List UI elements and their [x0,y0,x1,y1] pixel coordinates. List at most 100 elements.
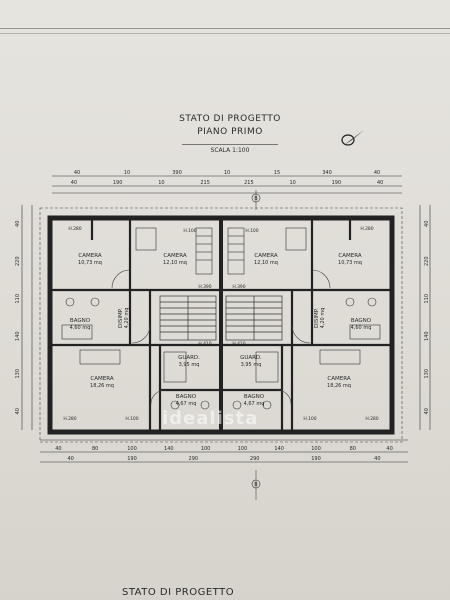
dimension-top-1: 40 [374,170,380,176]
room-name: CAMERA [327,376,350,382]
height-label: H.100 [183,228,196,234]
height-label: H.100 [303,416,316,422]
dimension-bottom-2: 290 [250,456,260,462]
height-label: H.390 [198,284,211,290]
dimension-bottom-1: 100 [238,446,248,452]
bottom-dimension-lines [40,439,408,463]
grid-mark-top: B [254,196,258,202]
height-label: H.410 [198,341,211,347]
room-name: DISIMP. [118,308,124,328]
dimension-right: 220 [424,256,430,266]
scale-label: SCALA 1:100 [182,144,278,154]
height-label: H.280 [365,416,378,422]
height-label: H.280 [68,226,81,232]
dimension-bottom-2: 40 [67,456,73,462]
title-line-2: PIANO PRIMO [197,127,263,137]
title-line-1: STATO DI PROGETTO [179,114,281,124]
room-name: BAGNO [351,318,372,324]
dimension-bottom-1: 140 [164,446,174,452]
dimension-top-1: 10 [124,170,130,176]
dimension-bottom-1: 40 [55,446,61,452]
dimension-left: 220 [15,256,21,266]
dimension-top-2: 215 [244,180,254,186]
height-label: H.390 [232,284,245,290]
dimension-bottom-2: 290 [189,456,199,462]
dimension-bottom-2: 40 [374,456,380,462]
room-name: CAMERA [254,253,277,259]
dimension-bottom-2: 190 [127,456,137,462]
dimension-top-2: 10 [158,180,164,186]
dimension-right: 140 [424,331,430,341]
room-area: 4,60 mq [351,325,372,331]
dimension-left: 140 [15,331,21,341]
title-block: STATO DI PROGETTO PIANO PRIMO SCALA 1:10… [150,114,310,156]
dimension-left: 40 [15,408,21,414]
dimension-top-2: 10 [289,180,295,186]
dimension-bottom-1: 100 [127,446,137,452]
room-name: BAGNO [176,394,197,400]
dimension-bottom-1: 100 [201,446,211,452]
top-dimension-lines [52,175,402,194]
height-label: H.410 [232,341,245,347]
north-arrow-icon [338,128,368,154]
grid-mark-bottom: B [254,482,258,488]
dimension-top-1: 40 [74,170,80,176]
side-dimension-lines [21,205,431,430]
room-area: 4,67 mq [176,401,197,407]
dimension-top-2: 40 [71,180,77,186]
room-name: CAMERA [338,253,361,259]
fixtures [61,227,381,410]
room-area: 10,73 mq [338,260,362,266]
dimension-bottom-1: 140 [274,446,284,452]
height-label: H.100 [125,416,138,422]
room-area: 10,73 mq [78,260,102,266]
dimension-right: 130 [424,369,430,379]
room-name: BAGNO [244,394,265,400]
room-name: BAGNO [70,318,91,324]
bottom-title: STATO DI PROGETTO [122,587,235,598]
dimension-bottom-2: 190 [311,456,321,462]
height-label: H.100 [245,228,258,234]
room-name: GUARD. [178,355,200,361]
height-label: H.280 [360,226,373,232]
door-swings [111,269,331,405]
dimension-right: 40 [424,408,430,414]
room-name: GUARD. [240,355,262,361]
sheet-border-line [0,28,450,29]
room-area: 18,26 mq [327,383,351,389]
dimension-top-1: 340 [322,170,332,176]
interior-walls-left [50,218,221,432]
grid-axis-markers: B B [251,190,261,500]
room-area: 4,67 mq [244,401,265,407]
room-area: 3,95 mq [241,362,262,368]
dimension-top-1: 10 [224,170,230,176]
dimension-top-2: 190 [113,180,123,186]
room-area: 4,20 mq [320,308,326,329]
dimension-top-2: 40 [377,180,383,186]
dimension-bottom-1: 80 [350,446,356,452]
dimension-top-2: 190 [332,180,342,186]
room-area: 4,60 mq [70,325,91,331]
room-name: DISIMP. [314,308,320,328]
room-area: 4,20 mq [124,308,130,329]
room-area: 12,10 mq [254,260,278,266]
interior-walls-right [221,218,392,432]
dimension-left: 130 [15,369,21,379]
dimension-top-1: 15 [274,170,280,176]
room-area: 12,10 mq [163,260,187,266]
dimension-left: 110 [15,294,21,304]
room-name: CAMERA [78,253,101,259]
height-label: H.280 [63,416,76,422]
sheet-border-line-secondary [0,33,450,34]
dimension-bottom-1: 100 [311,446,321,452]
dimension-bottom-1: 40 [386,446,392,452]
dimension-top-2: 215 [200,180,210,186]
room-area: 18,26 mq [90,383,114,389]
room-area: 3,95 mq [179,362,200,368]
dimension-left: 40 [15,221,21,227]
